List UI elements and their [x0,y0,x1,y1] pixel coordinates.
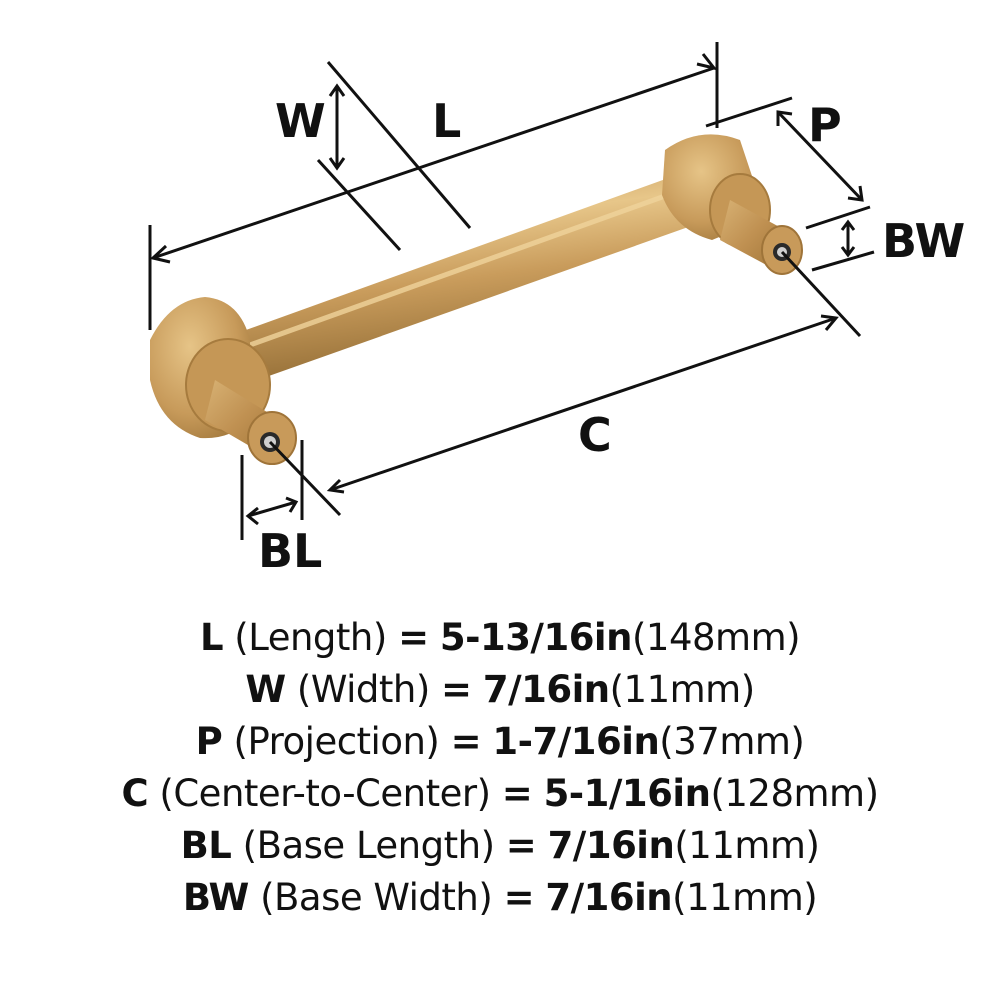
spec-abbr: C [121,772,149,815]
spec-row-base-length: BL (Base Length) = 7/16in(11mm) [0,820,1000,872]
spec-row-length: L (Length) = 5-13/16in(148mm) [0,612,1000,664]
spec-abbr: BL [180,824,232,867]
spec-metric: (37mm) [659,720,805,763]
right-end-cap [662,134,803,275]
spec-equals: = [501,772,533,815]
spec-name: (Width) [296,668,430,711]
spec-row-center-to-center: C (Center-to-Center) = 5-1/16in(128mm) [0,768,1000,820]
left-end-cap [150,297,297,465]
spec-equals: = [450,720,482,763]
label-p: P [808,98,842,152]
handle-bar [232,172,708,382]
handle-illustration [148,42,875,540]
spec-imperial: 5-13/16in [439,616,633,659]
spec-imperial: 7/16in [545,876,673,919]
spec-row-projection: P (Projection) = 1-7/16in(37mm) [0,716,1000,768]
spec-row-base-width: BW (Base Width) = 7/16in(11mm) [0,872,1000,924]
spec-imperial: 7/16in [547,824,675,867]
spec-abbr: W [245,668,286,711]
spec-row-width: W (Width) = 7/16in(11mm) [0,664,1000,716]
spec-abbr: P [195,720,223,763]
spec-name: (Projection) [233,720,440,763]
spec-imperial: 1-7/16in [492,720,660,763]
spec-name: (Base Length) [242,824,495,867]
label-c: C [578,408,612,462]
handle-dimension-diagram: W L P BW C BL [148,42,966,578]
spec-equals: = [398,616,429,659]
dimension-lines [148,42,875,540]
label-bw: BW [882,214,966,268]
spec-abbr: BW [182,876,250,919]
spec-name: (Center-to-Center) [159,772,491,815]
label-l: L [432,94,462,148]
spec-equals: = [503,876,535,919]
label-w: W [275,94,326,148]
label-bl: BL [258,524,323,578]
spec-metric: (11mm) [672,876,818,919]
spec-name: (Base Width) [260,876,493,919]
spec-abbr: L [199,616,224,659]
spec-metric: (128mm) [710,772,879,815]
spec-imperial: 7/16in [482,668,610,711]
spec-equals: = [505,824,537,867]
spec-imperial: 5-1/16in [543,772,711,815]
spec-metric: (11mm) [674,824,820,867]
spec-equals: = [441,668,472,711]
specifications-list: L (Length) = 5-13/16in(148mm) W (Width) … [0,612,1000,924]
spec-name: (Length) [234,616,387,659]
spec-metric: (11mm) [609,668,756,711]
spec-metric: (148mm) [631,616,801,659]
